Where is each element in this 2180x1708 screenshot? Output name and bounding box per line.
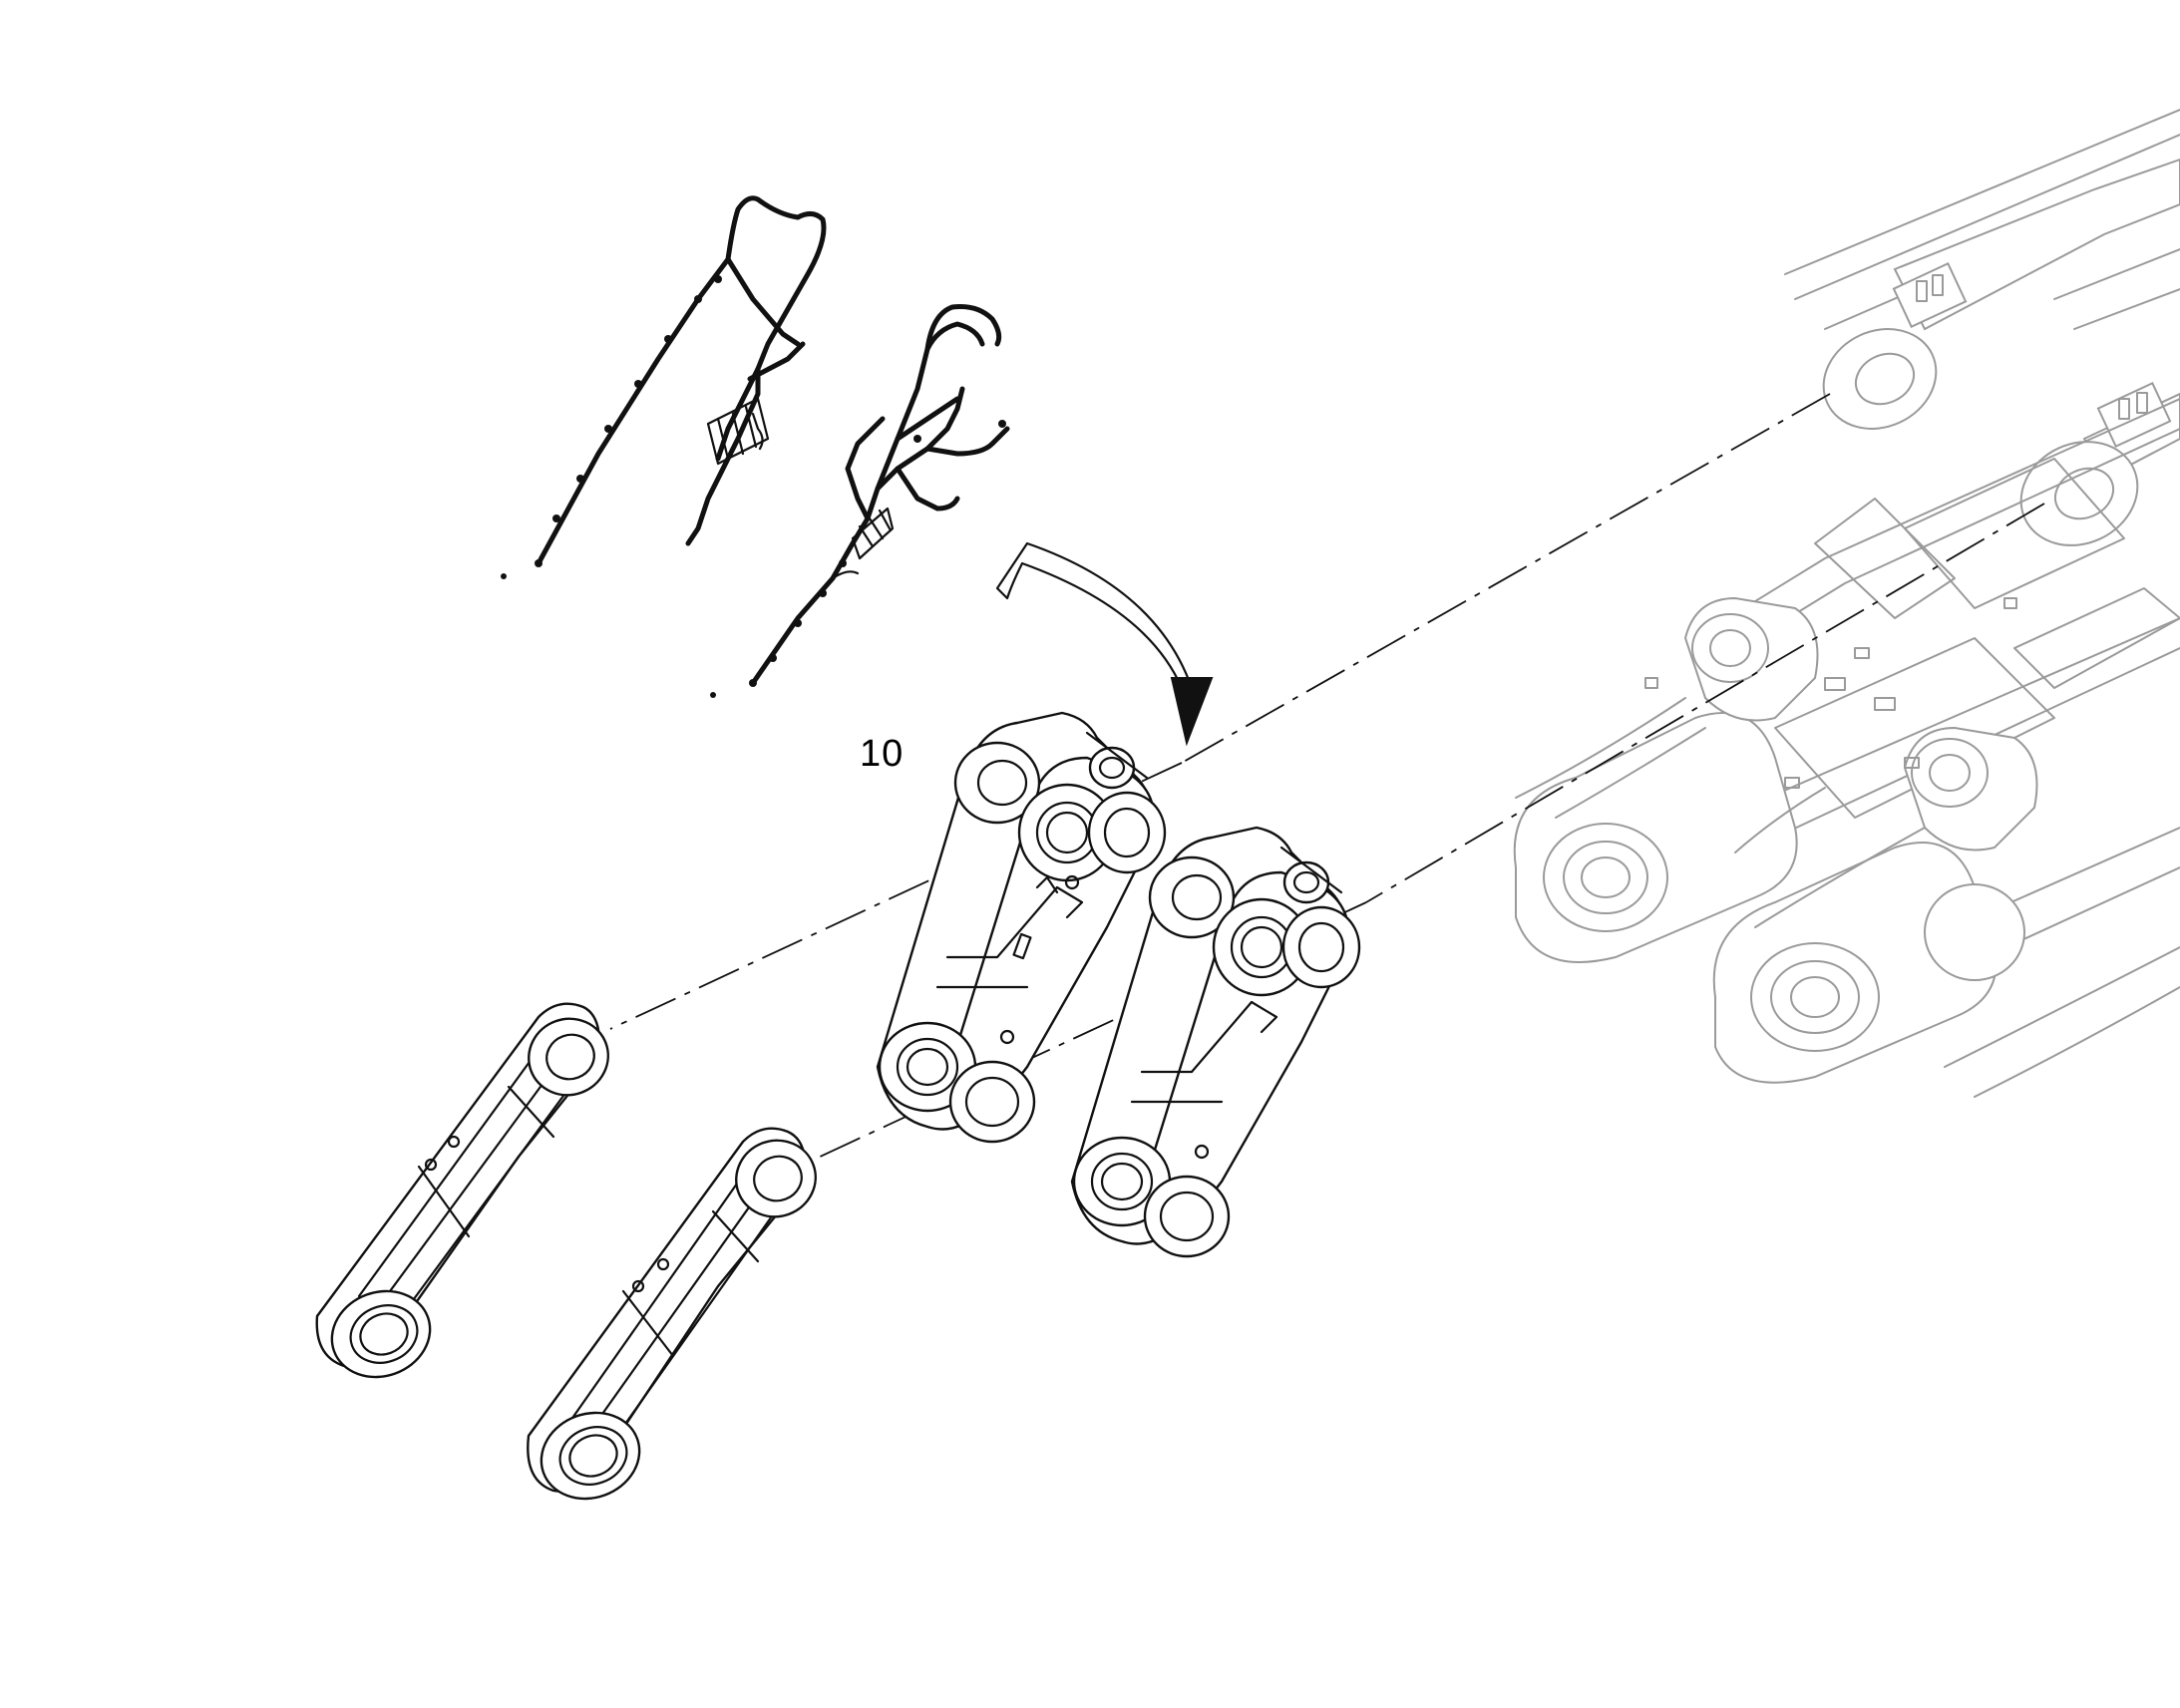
- rocker-plate-upper: [876, 711, 1167, 1144]
- link-rod-left: [315, 1002, 609, 1379]
- wire-harness-left: [501, 195, 827, 579]
- installation-arrow: [995, 541, 1214, 747]
- link-rod-right: [527, 1127, 817, 1501]
- rocker-plate-lower: [1070, 826, 1361, 1258]
- ghost-boom-assembly: [1513, 109, 2180, 1084]
- wire-harness-right: [710, 304, 1010, 698]
- part-callout-10: 10: [860, 733, 905, 775]
- ghost-boom-foreground: [1734, 787, 2180, 1098]
